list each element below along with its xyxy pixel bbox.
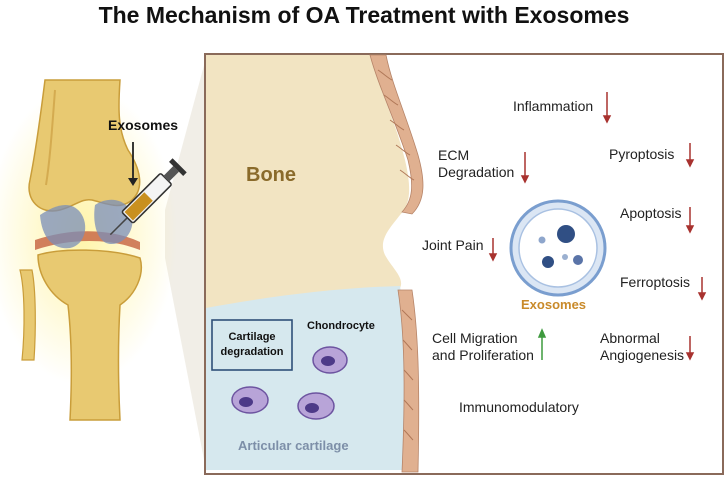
bone-region xyxy=(206,55,410,310)
up-arrow xyxy=(537,328,547,360)
exosomes-label: Exosomes xyxy=(521,297,587,312)
synovium-lower xyxy=(397,289,420,473)
effect-ferroptosis: Ferroptosis xyxy=(620,274,691,290)
exosomes-syringe-label: Exosomes xyxy=(108,117,179,133)
chondrocyte-label: Chondrocyte xyxy=(307,320,375,332)
effect-inflammation: Inflammation xyxy=(513,98,594,114)
chondrocyte-icon xyxy=(231,346,348,420)
effect-apoptosis: Apoptosis xyxy=(620,205,682,221)
cartilage-degradation-label: Cartilage degradation xyxy=(220,331,284,358)
synovium-upper xyxy=(369,54,424,215)
effect-joint-pain: Joint Pain xyxy=(422,237,484,253)
cartilage-region xyxy=(206,286,408,470)
effect-ecm-degradation: ECM Degradation xyxy=(438,147,515,180)
diagram-title: The Mechanism of OA Treatment with Exoso… xyxy=(98,2,630,28)
femur-icon xyxy=(28,79,141,212)
articular-cartilage-label: Articular cartilage xyxy=(238,438,349,453)
exosome-icon xyxy=(509,199,607,297)
bone-label: Bone xyxy=(246,164,296,186)
effect-immunomodulatory: Immunomodulatory xyxy=(459,399,579,415)
syringe-icon xyxy=(109,158,187,236)
tibia-icon xyxy=(19,249,142,421)
cartilage-degradation-box xyxy=(211,319,293,371)
zoom-wedge xyxy=(165,58,206,470)
effect-abnormal-angiogenesis: Abnormal Angiogenesis xyxy=(600,330,685,363)
effect-pyroptosis: Pyroptosis xyxy=(609,146,675,162)
effect-cell-migration: Cell Migration and Proliferation xyxy=(432,330,534,363)
cartilage-left xyxy=(40,204,86,249)
